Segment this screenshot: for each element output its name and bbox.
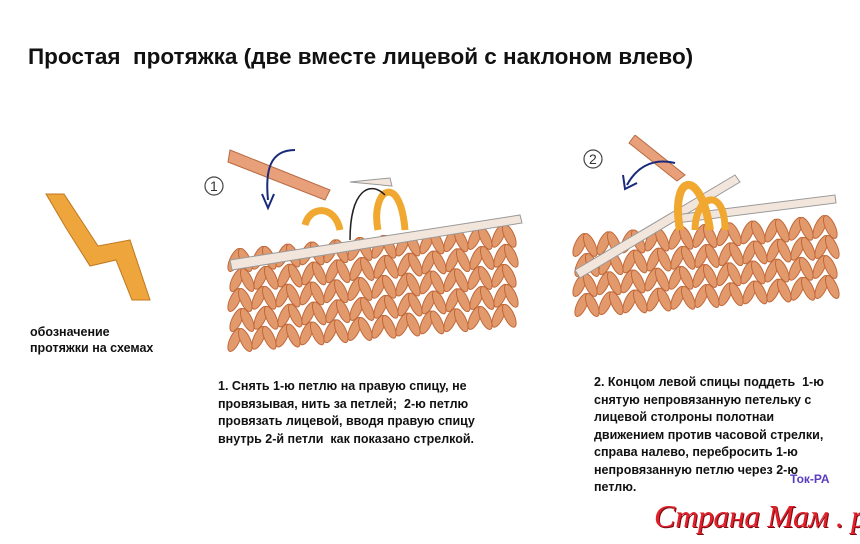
stitch — [582, 233, 598, 257]
illustration-step-2: 2 — [572, 135, 840, 317]
stitch — [632, 249, 648, 274]
stitch — [287, 303, 303, 328]
stitch — [824, 235, 840, 259]
stitch — [455, 248, 471, 273]
stitch — [407, 292, 423, 317]
stitch — [584, 293, 600, 317]
stitch — [800, 236, 816, 261]
stitch — [239, 308, 255, 332]
stitch — [357, 277, 373, 301]
stitch — [752, 240, 768, 265]
stitch — [501, 303, 517, 328]
stitch — [359, 297, 375, 321]
watermark-logo: Страна Мам . ру — [654, 498, 860, 534]
author-credit: Ток-РА — [790, 472, 830, 486]
stitch — [333, 279, 349, 304]
stitch — [630, 269, 646, 294]
right-needle — [229, 214, 523, 271]
stitch — [261, 325, 277, 350]
stitch — [704, 284, 720, 308]
stitch — [704, 244, 720, 268]
stitch — [429, 310, 445, 335]
stitch — [383, 294, 399, 319]
stitch — [309, 281, 325, 306]
stitch — [383, 254, 399, 279]
stitch — [311, 301, 327, 326]
stitch — [405, 312, 421, 337]
stitch — [503, 283, 519, 308]
stitch — [728, 242, 744, 267]
stitch — [357, 317, 373, 341]
stitch — [237, 288, 253, 312]
stitch — [407, 252, 423, 277]
stitch — [680, 285, 696, 310]
stitch — [309, 321, 325, 346]
stitch — [405, 272, 421, 297]
stitch — [477, 306, 493, 330]
stitch — [453, 308, 469, 333]
step-2-instructions: 2. Концом левой спицы поддеть 1-ю снятую… — [594, 375, 824, 494]
stitch — [822, 255, 838, 279]
stitch — [453, 268, 469, 293]
symbol-caption: обозначение протяжки на схемах — [30, 325, 154, 355]
stitch — [503, 243, 519, 268]
stitch — [632, 289, 648, 314]
stitch — [477, 266, 493, 290]
stitch — [381, 314, 397, 339]
stitch — [335, 259, 351, 284]
step-1-instructions: 1. Снять 1-ю петлю на правую спицу, не п… — [218, 379, 475, 446]
knitted-fabric — [572, 215, 840, 317]
stitch — [263, 265, 279, 290]
step-1-number: 1 — [210, 178, 218, 194]
stitch — [800, 276, 816, 301]
stitch — [359, 257, 375, 281]
stitch — [455, 288, 471, 313]
stitch — [654, 267, 670, 292]
stitch — [774, 218, 790, 243]
stitch — [726, 222, 742, 247]
stitch — [678, 265, 694, 290]
stitch — [776, 238, 792, 263]
stitch — [431, 290, 447, 315]
stitch — [702, 264, 718, 288]
stitch — [479, 286, 495, 310]
stitch — [726, 262, 742, 287]
stitch — [431, 250, 447, 275]
stitch — [237, 328, 253, 352]
stitch — [750, 260, 766, 285]
decrease-symbol-icon — [45, 193, 151, 301]
stitch — [479, 246, 495, 270]
illustration-step-1: 1 — [204, 149, 523, 352]
stitch — [335, 299, 351, 324]
stitch — [750, 220, 766, 245]
stitch — [752, 280, 768, 305]
stitch — [606, 271, 622, 296]
stitch — [798, 216, 814, 241]
stitch — [608, 291, 624, 316]
stitch — [728, 282, 744, 307]
page-title: Простая протяжка (две вместе лицевой с н… — [28, 44, 694, 69]
stitch — [501, 263, 517, 288]
step-2-number: 2 — [589, 151, 597, 167]
stitch — [822, 215, 838, 239]
stitch — [311, 261, 327, 286]
stitch — [680, 245, 696, 270]
stitch — [285, 283, 301, 308]
stitch — [333, 319, 349, 344]
stitch — [261, 285, 277, 310]
stitch — [656, 287, 672, 312]
stitch — [287, 263, 303, 288]
stitch — [776, 278, 792, 303]
stitch — [381, 274, 397, 299]
stitch — [263, 305, 279, 330]
stitch — [429, 270, 445, 295]
stitch — [774, 258, 790, 283]
stitch — [824, 275, 840, 299]
stitch — [656, 247, 672, 272]
stitch — [798, 256, 814, 281]
stitch — [285, 323, 301, 348]
